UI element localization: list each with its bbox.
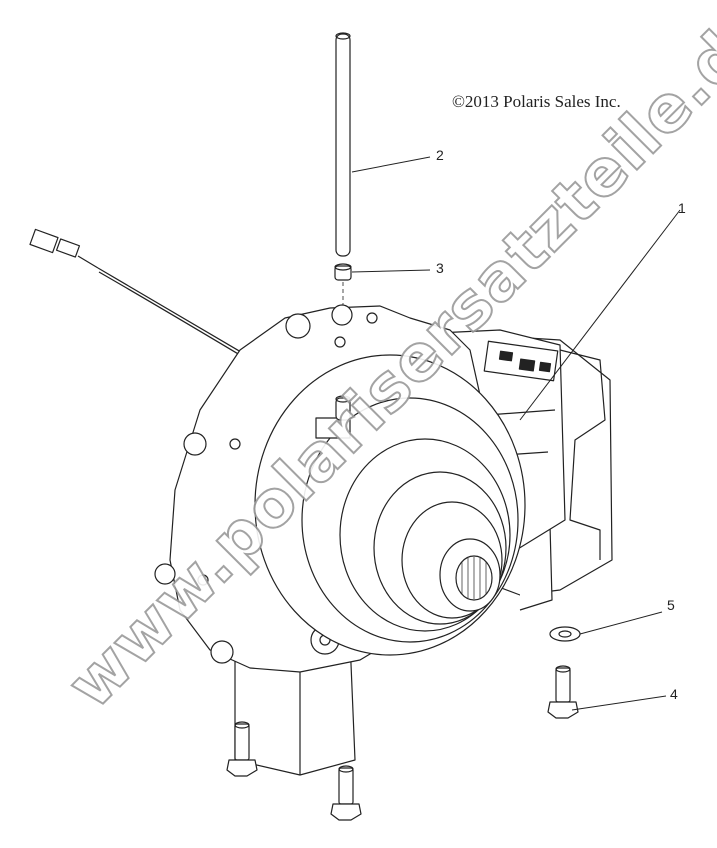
- callout-1: 1: [678, 200, 686, 216]
- callout-2: 2: [436, 147, 444, 163]
- part-2-rod: [335, 32, 351, 257]
- part-1-gearcase: [154, 304, 613, 776]
- callout-5: 5: [667, 597, 675, 613]
- part-3-ring: [334, 263, 352, 281]
- bolt-bottom-left: [226, 721, 258, 777]
- callout-4: 4: [670, 686, 678, 702]
- callout-3: 3: [436, 260, 444, 276]
- leader-lines: [351, 156, 681, 711]
- part-5-washer: [549, 626, 581, 642]
- copyright-notice: ©2013 Polaris Sales Inc.: [452, 92, 621, 111]
- bolt-bottom-center: [330, 765, 362, 821]
- part-4-bolt: [547, 665, 579, 719]
